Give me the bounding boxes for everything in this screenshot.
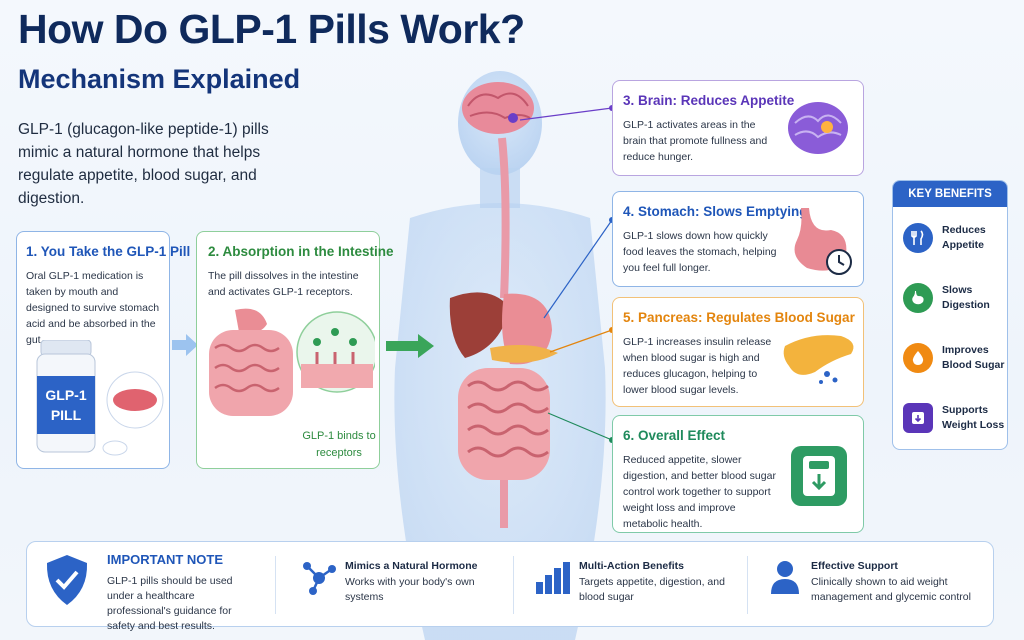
feature-text: Clinically shown to aid weight managemen… <box>811 576 971 603</box>
intro-text: GLP-1 (glucagon-like peptide-1) pills mi… <box>18 121 269 207</box>
divider <box>747 556 748 614</box>
body-illustration <box>394 71 615 640</box>
feature-title: Mimics a Natural Hormone <box>345 560 478 572</box>
pancreas-organ <box>490 344 558 363</box>
intestines-organ <box>458 368 550 528</box>
benefit-label: Improves Blood Sugar <box>942 344 1005 371</box>
step-3-text: GLP-1 activates areas in the brain that … <box>623 119 768 163</box>
step-6-card: 6. Overall Effect Reduced appetite, slow… <box>612 415 864 533</box>
page-subtitle: Mechanism Explained <box>18 64 301 94</box>
key-benefits-panel: KEY BENEFITS Reduces Appetite Slows Dige… <box>892 180 1008 450</box>
step-5-text: GLP-1 increases insulin release when blo… <box>623 336 772 396</box>
step-2-title: 2. Absorption in the Intestine <box>208 244 394 259</box>
bar-chart-icon <box>536 562 570 594</box>
step-6-text: Reduced appetite, slower digestion, and … <box>623 454 776 530</box>
key-benefits-heading: KEY BENEFITS <box>893 181 1007 207</box>
scale-icon <box>791 446 847 506</box>
step-4-text: GLP-1 slows down how quickly food leaves… <box>623 230 777 274</box>
benefit-label: Supports Weight Loss <box>942 404 1005 431</box>
feature-multi-action: Multi-Action Benefits Targets appetite, … <box>579 560 739 605</box>
liver-organ <box>449 292 510 358</box>
intestine-receptor-illustration <box>209 308 375 416</box>
pill-bottle-icon: GLP-1 PILL <box>36 340 164 456</box>
molecule-icon <box>303 562 336 595</box>
bottle-label-line-2: PILL <box>51 407 82 423</box>
feature-text: Works with your body's own systems <box>345 576 475 603</box>
brain-icon <box>788 102 848 154</box>
drop-icon <box>903 343 933 373</box>
receptor-caption: GLP-1 binds to receptors <box>302 430 376 459</box>
step-3-card: 3. Brain: Reduces Appetite GLP-1 activat… <box>612 80 864 176</box>
benefit-label: Reduces Appetite <box>942 224 986 251</box>
arrow-right-icon <box>172 334 198 356</box>
step-4-title: 4. Stomach: Slows Emptying <box>623 204 808 219</box>
step-4-card: 4. Stomach: Slows Emptying GLP-1 slows d… <box>612 191 864 287</box>
feature-natural-hormone: Mimics a Natural Hormone Works with your… <box>345 560 495 605</box>
feature-text: Targets appetite, digestion, and blood s… <box>579 576 725 603</box>
bottle-label-line-1: GLP-1 <box>45 387 86 403</box>
shield-check-icon <box>46 555 88 605</box>
step-5-title: 5. Pancreas: Regulates Blood Sugar <box>623 310 855 325</box>
benefit-label: Slows Digestion <box>942 284 990 311</box>
step-6-title: 6. Overall Effect <box>623 428 726 443</box>
benefit-improves-blood-sugar: Improves Blood Sugar <box>903 343 1006 373</box>
person-icon <box>771 561 799 594</box>
benefit-slows-digestion: Slows Digestion <box>903 283 1006 313</box>
divider <box>513 556 514 614</box>
step-3-title: 3. Brain: Reduces Appetite <box>623 93 795 108</box>
benefit-reduces-appetite: Reduces Appetite <box>903 223 1006 253</box>
step-2-card: 2. Absorption in the Intestine The pill … <box>196 231 394 469</box>
step-5-card: 5. Pancreas: Regulates Blood Sugar GLP-1… <box>612 297 864 407</box>
divider <box>275 556 276 614</box>
stomach-icon <box>903 283 933 313</box>
feature-effective-support: Effective Support Clinically shown to ai… <box>811 560 981 605</box>
arrow-right-icon <box>386 334 434 358</box>
step-1-text: Oral GLP-1 medication is taken by mouth … <box>26 270 160 346</box>
stomach-clock-icon <box>794 208 852 275</box>
benefit-supports-weight-loss: Supports Weight Loss <box>903 403 1006 433</box>
step-1-card: 1. You Take the GLP-1 Pill Oral GLP-1 me… <box>16 231 191 469</box>
important-note-title: IMPORTANT NOTE <box>107 552 224 567</box>
step-2-text: The pill dissolves in the intestine and … <box>208 270 359 298</box>
brain-organ <box>462 82 534 134</box>
page-title: How Do GLP-1 Pills Work? <box>18 6 525 52</box>
pancreas-icon <box>783 335 854 384</box>
scale-icon <box>903 403 933 433</box>
important-note-text: GLP-1 pills should be used under a healt… <box>107 575 233 632</box>
feature-title: Multi-Action Benefits <box>579 560 684 572</box>
fork-knife-icon <box>903 223 933 253</box>
bottom-info-bar: IMPORTANT NOTE GLP-1 pills should be use… <box>26 541 994 632</box>
step-1-title: 1. You Take the GLP-1 Pill <box>26 244 191 259</box>
feature-title: Effective Support <box>811 560 898 572</box>
